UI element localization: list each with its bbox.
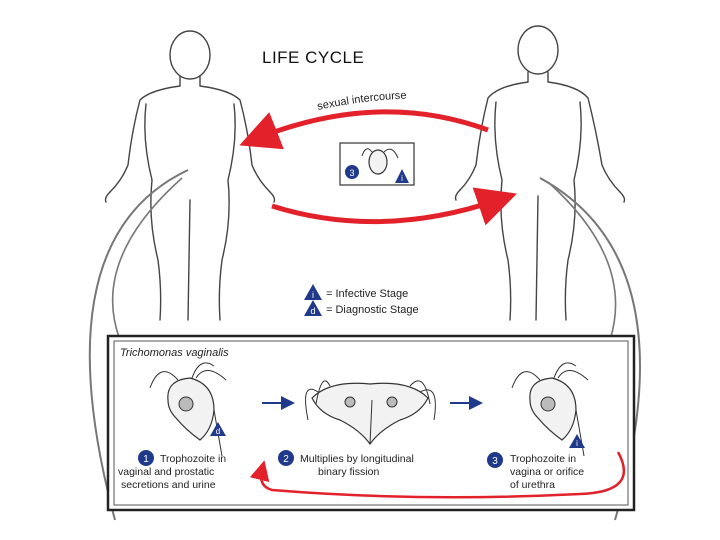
stage-3-number-circle (487, 452, 503, 468)
legend-diagnostic-icon (304, 300, 322, 316)
trophozoite-stage-1-icon (149, 362, 227, 457)
organism-name: Trichomonas vaginalis (120, 347, 229, 359)
svg-text:1: 1 (143, 454, 149, 465)
center-stage-box: 3 i (339, 142, 415, 186)
male-figure (454, 25, 626, 321)
stage-3-infective-badge-icon (569, 434, 585, 448)
stage-1-number-circle (138, 450, 154, 466)
legend-infective-icon (304, 284, 322, 300)
stage-1-line-1: Trophozoite in (160, 453, 226, 465)
center-stage-number-circle (345, 165, 359, 179)
stage-3-line-3: of urethra (510, 479, 555, 491)
page-title: LIFE CYCLE (262, 48, 365, 67)
arrow-male-to-female (239, 109, 489, 150)
svg-text:i: i (576, 439, 578, 448)
stage-3-line-2: vagina or orifice (510, 466, 584, 478)
legend-infective-text: = Infective Stage (326, 288, 408, 300)
stage-1-line-3: secretions and urine (121, 479, 216, 491)
stage-2-number-circle (278, 450, 294, 466)
legend: i = Infective Stage d = Diagnostic Stage (304, 284, 419, 316)
center-infective-badge-icon (395, 169, 409, 183)
stage-1-line-2: vaginal and prostatic (118, 466, 214, 478)
stage-2-line-1: Multiplies by longitudinal (300, 453, 414, 465)
center-stage-number: 3 (349, 168, 354, 178)
svg-text:i: i (401, 174, 403, 183)
center-trophozoite-icon (368, 149, 388, 175)
svg-text:d: d (310, 306, 315, 316)
return-arrow (249, 451, 626, 499)
left-inner-curve (111, 177, 183, 341)
stage-2-line-2: binary fission (318, 466, 379, 478)
svg-text:d: d (216, 427, 220, 436)
left-transmission-curve (88, 169, 189, 521)
stage-1-diagnostic-badge-icon (210, 422, 226, 436)
right-inner-curve (547, 181, 617, 341)
arrow-female-to-male (271, 187, 517, 226)
legend-diagnostic-text: = Diagnostic Stage (326, 304, 419, 316)
stages-panel: Trichomonas vaginalis d i 1 T (106, 334, 636, 512)
svg-text:2: 2 (283, 454, 289, 465)
svg-text:i: i (312, 290, 314, 300)
svg-text:3: 3 (492, 456, 498, 467)
trophozoite-stage-3-icon (511, 362, 589, 457)
stage-3-line-1: Trophozoite in (510, 453, 576, 465)
female-figure (104, 30, 276, 321)
binary-fission-stage-2-icon (305, 380, 436, 446)
